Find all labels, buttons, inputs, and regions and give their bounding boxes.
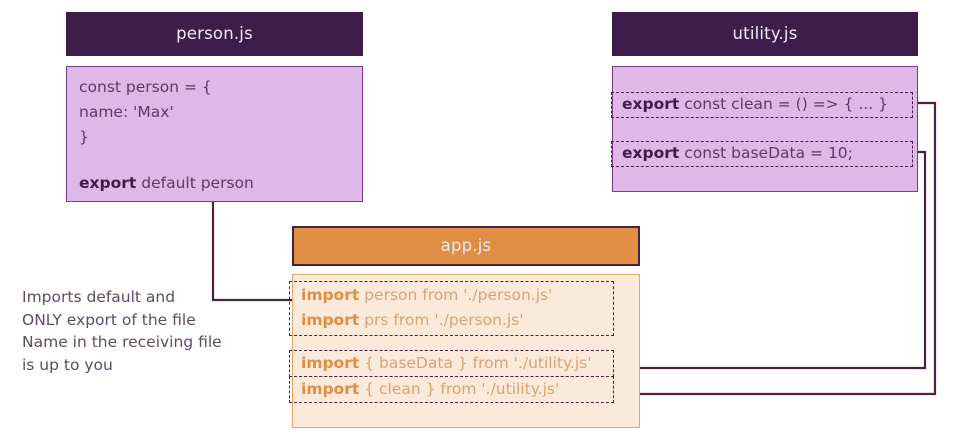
code-line-export-basedata: export const baseData = 10; [622, 144, 853, 162]
wire-clean-to-app [619, 101, 937, 398]
export-highlight-clean[interactable] [611, 92, 913, 118]
code-line: name: 'Max' [79, 103, 174, 121]
code-line-import-person: import person from './person.js' [301, 286, 553, 304]
module-utility-js: utility.js export const clean = () => { … [611, 12, 918, 192]
module-person-js-title: person.js [66, 12, 363, 56]
code-line-import-prs: import prs from './person.js' [301, 311, 524, 329]
module-utility-js-title: utility.js [612, 12, 918, 56]
wire-person-to-app [211, 193, 307, 304]
module-person-js-body: const person = { name: 'Max' } export de… [66, 66, 363, 202]
module-person-js: person.js const person = { name: 'Max' }… [66, 12, 363, 202]
import-highlight-clean[interactable] [289, 376, 614, 403]
module-app-js-body: import person from './person.js' import … [289, 274, 640, 428]
keyword-import: import [301, 380, 360, 398]
keyword-import: import [301, 354, 360, 372]
wire-basedata-to-app [619, 150, 927, 372]
module-app-js-title: app.js [292, 226, 640, 266]
keyword-export: export [79, 174, 137, 192]
import-highlight-basedata[interactable] [289, 350, 614, 377]
code-line-export-clean: export const clean = () => { ... } [622, 95, 888, 113]
code-line: } [79, 128, 89, 146]
keyword-import: import [301, 286, 360, 304]
code-line-import-basedata: import { baseData } from './utility.js' [301, 354, 592, 372]
annotation-default-import-note: Imports default and ONLY export of the f… [22, 288, 222, 374]
code-line: const person = { [79, 78, 212, 96]
code-line-import-clean: import { clean } from './utility.js' [301, 380, 560, 398]
code-line-export-default: export default person [79, 174, 254, 192]
keyword-export: export [622, 95, 680, 113]
module-app-js: app.js import person from './person.js' … [289, 226, 640, 428]
keyword-export: export [622, 144, 680, 162]
keyword-import: import [301, 311, 360, 329]
export-highlight-basedata[interactable] [611, 141, 913, 167]
module-utility-js-body: export const clean = () => { ... } expor… [611, 66, 918, 192]
import-highlight-default[interactable] [289, 281, 614, 336]
